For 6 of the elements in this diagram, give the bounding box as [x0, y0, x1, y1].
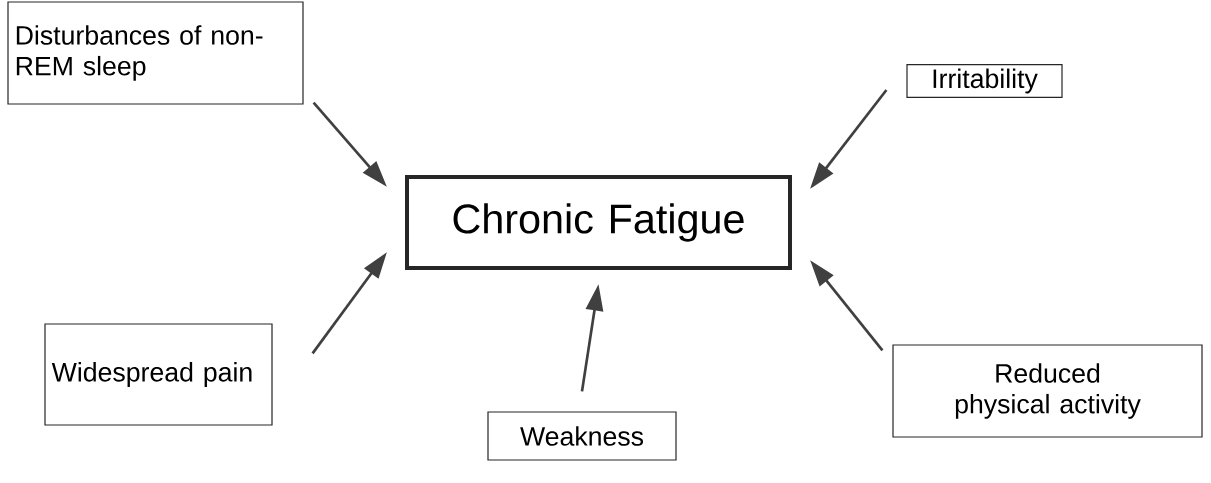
symptom-box: Irritability	[906, 63, 1063, 99]
symptom-box: Disturbances of non-REM sleep	[7, 1, 304, 105]
symptom-box: Widespread pain	[44, 323, 273, 426]
symptom-box: Weakness	[487, 411, 677, 461]
symptom-box: Reduced physical activity	[892, 344, 1203, 438]
title-box: Chronic Fatigue	[405, 175, 792, 270]
